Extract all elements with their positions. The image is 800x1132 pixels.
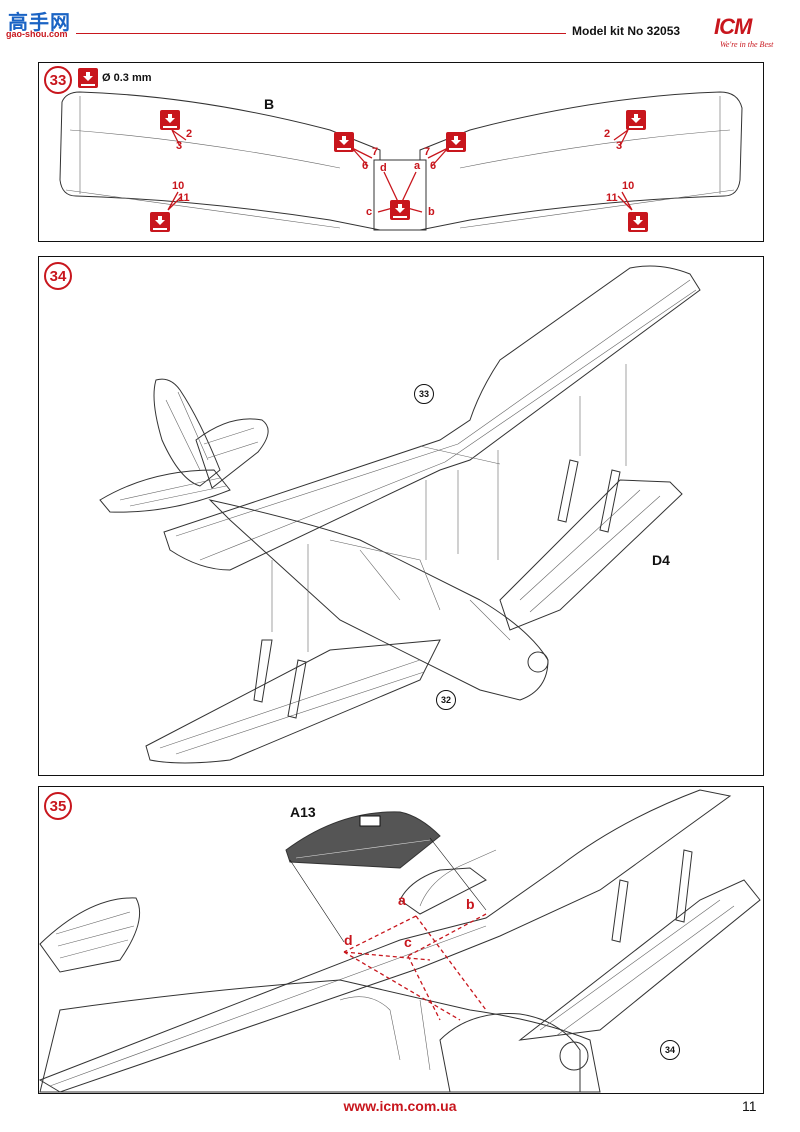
watermark-title: 高手网: [8, 10, 71, 34]
drill-icon: [334, 132, 354, 152]
drill-icon: [626, 110, 646, 130]
callout-label: 2: [604, 128, 611, 140]
watermark-domain: gao-shou.com: [6, 29, 68, 39]
drill-icon: [160, 110, 180, 130]
callout-label: 2: [186, 128, 193, 140]
callout-label: 11: [178, 192, 190, 204]
footer-url[interactable]: www.icm.com.ua: [343, 1098, 457, 1114]
callout-c: c: [404, 934, 412, 950]
header-rule: [76, 33, 566, 34]
icm-logo: ICM We're in the Best: [700, 14, 790, 54]
callout-label: 3: [616, 140, 623, 152]
callout-label: 3: [176, 140, 183, 152]
drill-icon: [628, 212, 648, 232]
step-33-number: 33: [44, 66, 72, 94]
step-34-number: 34: [44, 262, 72, 290]
callout-label: d: [380, 162, 387, 174]
drill-spec: Ø 0.3 mm: [102, 72, 152, 84]
callout-d: d: [344, 932, 353, 948]
callout-label: c: [366, 206, 373, 218]
callout-label: 6: [362, 160, 369, 172]
brand-name: ICM: [714, 14, 752, 39]
page-number: 11: [742, 1098, 757, 1114]
drill-icon: [78, 68, 98, 88]
callout-label: a: [414, 160, 421, 172]
drill-icon: [446, 132, 466, 152]
callout-label: 10: [172, 180, 185, 192]
part-b-label: B: [264, 96, 275, 112]
callout-b: b: [466, 896, 475, 912]
callout-label: 7: [372, 146, 379, 158]
watermark-logo: 高手网 gao-shou.com: [6, 6, 76, 40]
brand-slogan: We're in the Best: [720, 40, 774, 49]
step-35-number: 35: [44, 792, 72, 820]
ref-circle-34: 34: [660, 1040, 680, 1060]
ref-circle-33: 33: [414, 384, 434, 404]
callout-label: 10: [622, 180, 635, 192]
part-a13-label: A13: [290, 804, 316, 820]
callout-label: 6: [430, 160, 437, 172]
kit-title: Model kit No 32053: [572, 24, 681, 38]
callout-a: a: [398, 892, 406, 908]
ref-circle-32: 32: [436, 690, 456, 710]
callout-label: 11: [606, 192, 618, 204]
drill-icon: [390, 200, 410, 220]
part-d4-label: D4: [652, 552, 670, 568]
callout-label: b: [428, 206, 435, 218]
drill-icon: [150, 212, 170, 232]
callout-label: 7: [424, 146, 431, 158]
step-34-panel: [38, 256, 764, 776]
